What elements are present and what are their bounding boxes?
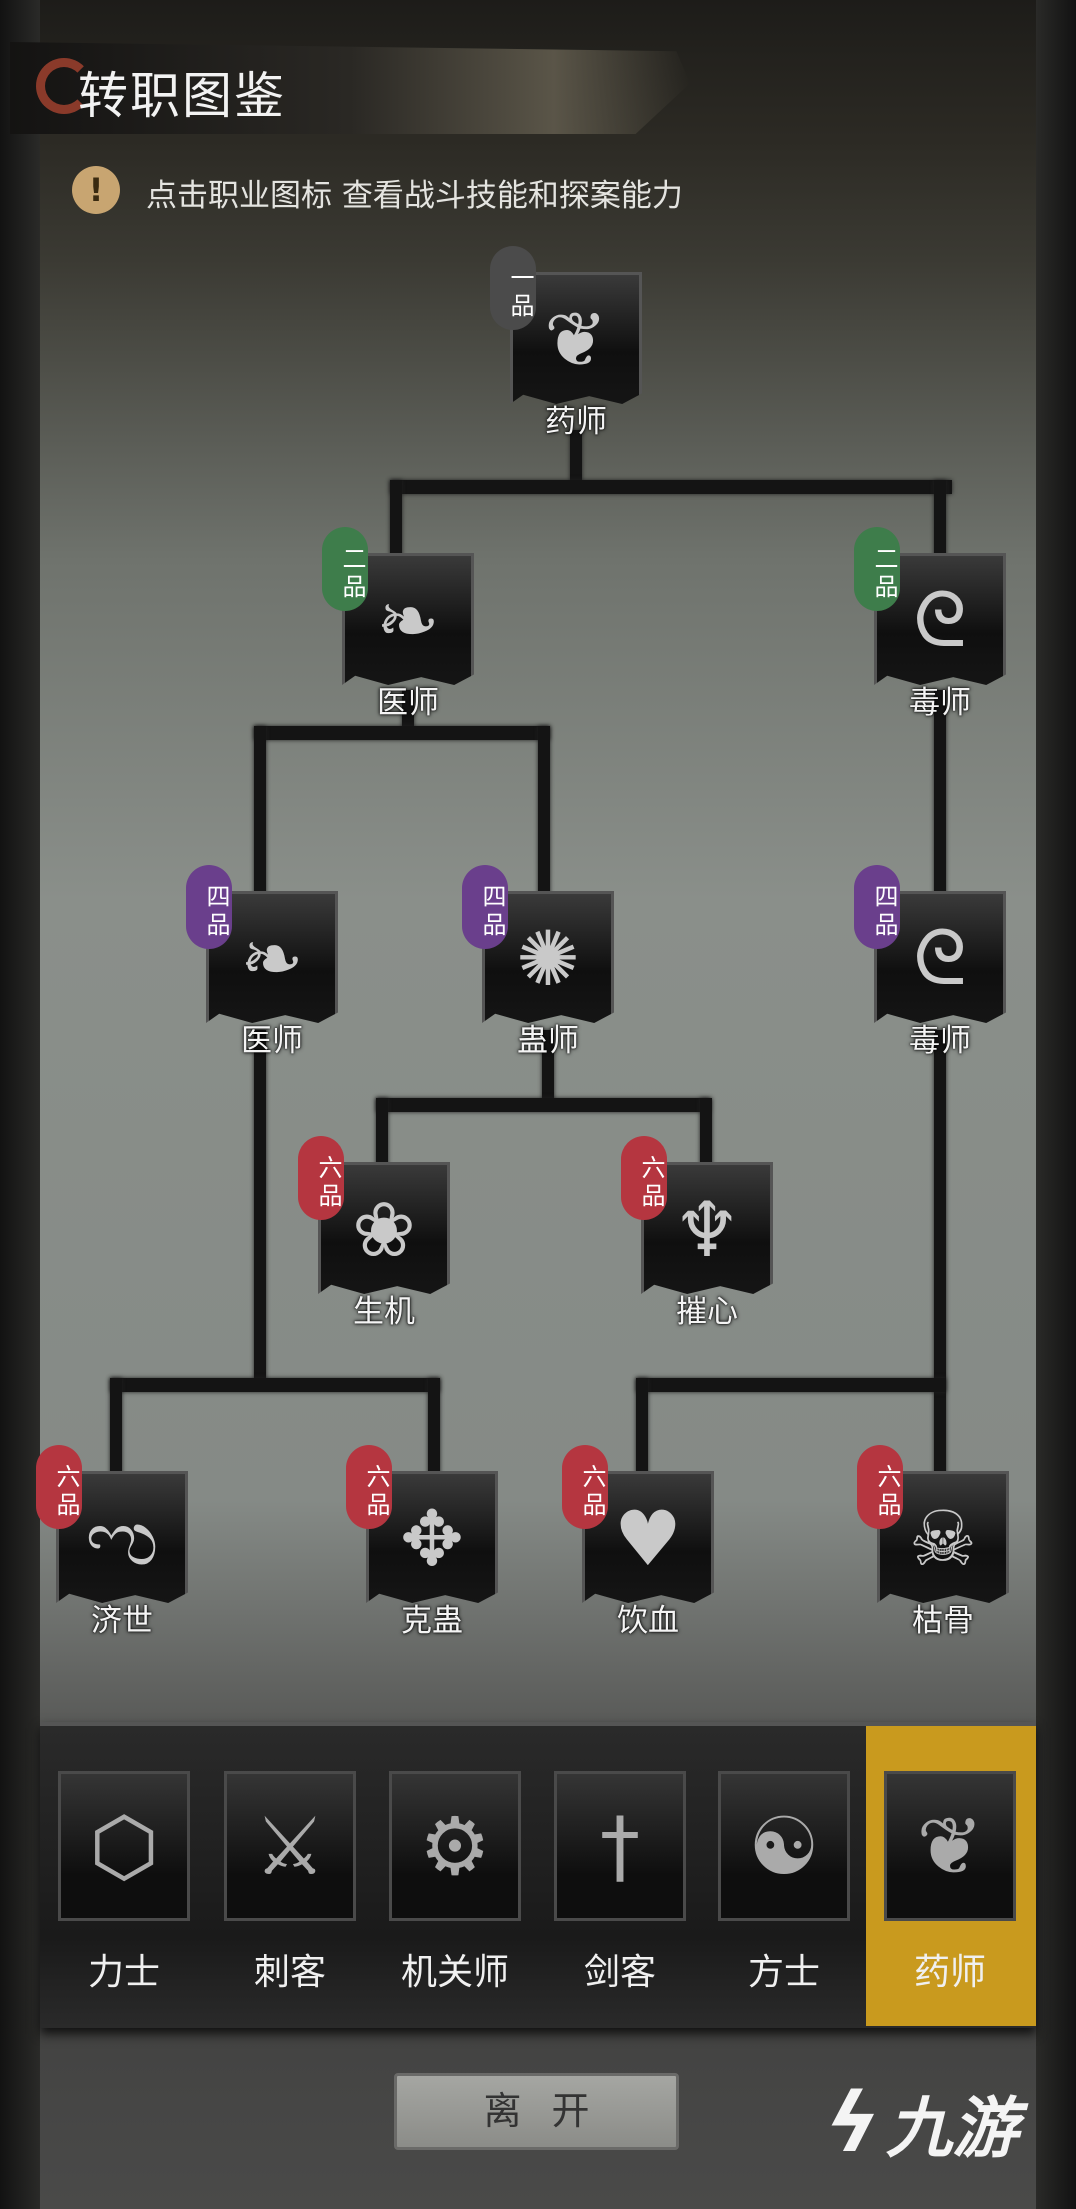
node-yishi-4[interactable]: 四品❧医师 [186, 865, 338, 1060]
node-kugu[interactable]: 六品☠枯骨 [857, 1445, 1009, 1640]
rank-badge: 一品 [490, 246, 536, 330]
node-label: 医师 [377, 685, 439, 721]
leaf-icon: ❧ [342, 553, 474, 685]
connector [934, 690, 946, 900]
moth-icon: ✥ [366, 1471, 498, 1603]
rank-badge: 六品 [562, 1445, 608, 1529]
connector [254, 726, 550, 740]
gears-icon: ⚙ [389, 1771, 521, 1921]
class-label: 方士 [747, 1952, 820, 1993]
connector [570, 430, 582, 490]
rank-badge: 六品 [857, 1445, 903, 1529]
right-border [1036, 0, 1076, 2209]
node-shengji[interactable]: 六品❀生机 [298, 1136, 450, 1331]
dagger-claw-icon: ⚔ [224, 1771, 356, 1921]
back-ring-icon[interactable] [36, 58, 92, 114]
logo-mark-icon: ϟ [826, 2076, 881, 2171]
class-jiguanshi[interactable]: ⚙ 机关师 [389, 1771, 521, 1995]
connector [934, 1030, 946, 1476]
node-label: 蛊师 [517, 1023, 579, 1059]
connector [390, 480, 952, 494]
cloud-swirl-icon: ಌ [56, 1471, 188, 1603]
class-fangshi[interactable]: ☯ 方士 [718, 1771, 850, 1995]
node-label: 药师 [545, 404, 607, 440]
node-label: 摧心 [676, 1294, 738, 1330]
node-kegu[interactable]: 六品✥克蛊 [346, 1445, 498, 1640]
connector [700, 1098, 712, 1168]
connector [254, 726, 266, 896]
node-label: 枯骨 [912, 1603, 974, 1639]
connector [636, 1378, 946, 1392]
rank-badge: 六品 [36, 1445, 82, 1529]
connector [376, 1098, 710, 1112]
left-border [0, 0, 40, 2209]
leave-button[interactable]: 离开 [394, 2073, 679, 2150]
rank-badge: 四品 [854, 865, 900, 949]
hint-text: 点击职业图标 查看战斗技能和探案能力 [146, 178, 683, 214]
class-label: 力士 [87, 1952, 160, 1993]
shield-eye-icon: ⬡ [58, 1771, 190, 1921]
connector [934, 480, 946, 560]
class-label: 剑客 [583, 1952, 656, 1993]
node-label: 饮血 [617, 1603, 679, 1639]
connector [390, 480, 402, 560]
node-label: 济世 [91, 1603, 153, 1639]
gourd-icon: ❦ [884, 1771, 1016, 1921]
connector [636, 1378, 648, 1476]
connector [110, 1378, 440, 1392]
leaf-icon: ❧ [206, 891, 338, 1023]
class-yaoshi[interactable]: ❦ 药师 [884, 1771, 1016, 1995]
yin-yang-icon: ☯ [718, 1771, 850, 1921]
node-label: 医师 [241, 1023, 303, 1059]
node-yaoshi-1[interactable]: 一品❦药师 [490, 246, 642, 441]
connector [376, 1098, 388, 1168]
rank-badge: 二品 [322, 527, 368, 611]
page-title: 转职图鉴 [78, 67, 286, 125]
node-cuixin[interactable]: 六品♆摧心 [621, 1136, 773, 1331]
connector [110, 1378, 122, 1476]
class-lishi[interactable]: ⬡ 力士 [58, 1771, 190, 1995]
connector [542, 1030, 554, 1104]
rank-badge: 六品 [621, 1136, 667, 1220]
rank-badge: 二品 [854, 527, 900, 611]
node-gushi-4[interactable]: 四品✺蛊师 [462, 865, 614, 1060]
node-yinxue[interactable]: 六品♥饮血 [562, 1445, 714, 1640]
sword-icon: † [554, 1771, 686, 1921]
connector [254, 1030, 266, 1382]
rank-badge: 六品 [298, 1136, 344, 1220]
node-label: 克蛊 [401, 1603, 463, 1639]
title-banner [10, 42, 690, 134]
connector [402, 690, 414, 734]
exclamation-icon: ! [72, 166, 120, 214]
class-jianke[interactable]: † 剑客 [554, 1771, 686, 1995]
node-label: 生机 [353, 1294, 415, 1330]
node-label: 毒师 [909, 685, 971, 721]
node-label: 毒师 [909, 1023, 971, 1059]
class-label: 机关师 [400, 1952, 509, 1993]
rank-badge: 六品 [346, 1445, 392, 1529]
watermark-text: 九游 [886, 2090, 1019, 2167]
connector [428, 1378, 440, 1476]
rank-badge: 四品 [186, 865, 232, 949]
class-cike[interactable]: ⚔ 刺客 [224, 1771, 356, 1995]
class-label: 药师 [913, 1952, 986, 1993]
watermark-logo: ϟ九游 [826, 2075, 1018, 2171]
class-label: 刺客 [253, 1952, 326, 1993]
rank-badge: 四品 [462, 865, 508, 949]
connector [538, 726, 550, 896]
node-yishi-2[interactable]: 二品❧医师 [322, 527, 474, 722]
